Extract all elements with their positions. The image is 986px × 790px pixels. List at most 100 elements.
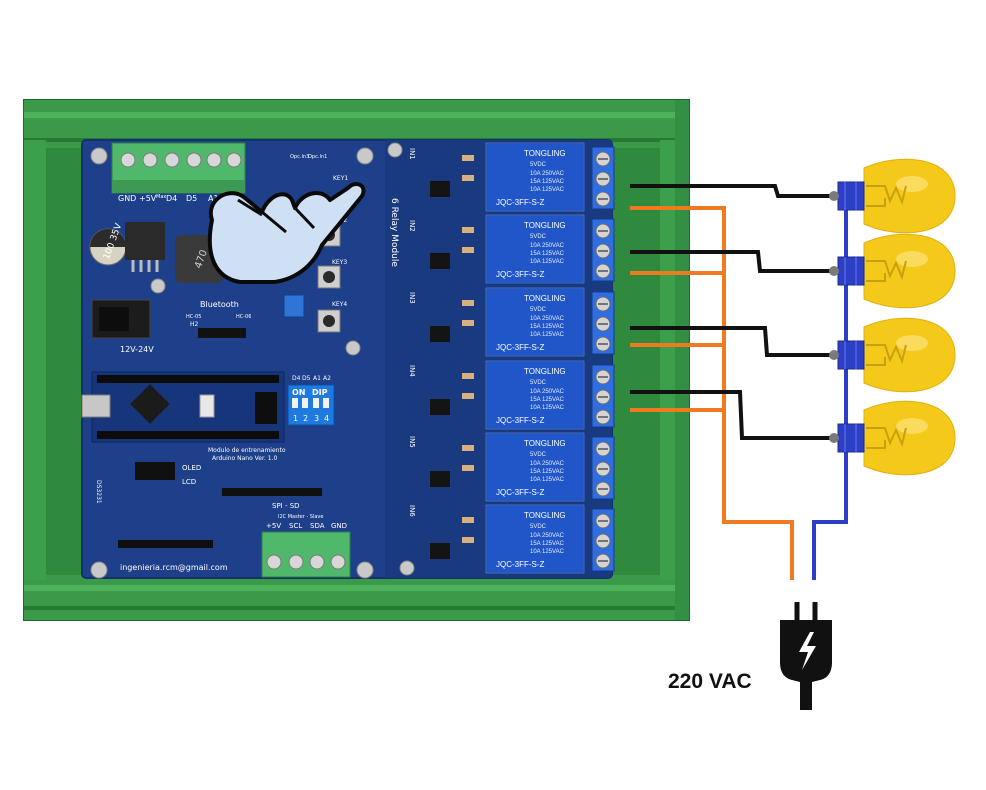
bulb-contact: [829, 266, 839, 276]
relay-spec: 5VDC: [530, 162, 547, 168]
switched-wire: [630, 250, 838, 273]
relay-input-label: IN5: [408, 436, 416, 448]
dip-top-label: A1: [313, 375, 321, 382]
power-jack: 12V-24V: [91, 299, 154, 354]
relay-spec: 15A 125VAC: [530, 179, 565, 185]
relay-brand: TONGLING: [524, 221, 566, 230]
bulb-filament: [866, 427, 907, 449]
dip-on-label: ON: [292, 388, 306, 397]
relay-body: [485, 504, 585, 574]
top-terminal-block: [111, 142, 246, 194]
bulb-filament: [866, 344, 907, 366]
relay-spec: 15A 125VAC: [530, 324, 565, 330]
relay-body: [485, 214, 585, 284]
bottom-connector-label: +5V: [266, 522, 281, 530]
key-label: KEY4: [332, 301, 347, 308]
dip-title: DIP: [312, 388, 328, 397]
resistor: [462, 227, 474, 233]
relay-spec: 5VDC: [530, 380, 547, 386]
bottom-connector-label: GND: [331, 522, 347, 530]
opc-label: Opc.In1: [308, 154, 327, 160]
dip-number: 2: [303, 414, 308, 423]
relay-spec: 10A 250VAC: [530, 316, 565, 322]
relay-spec: 15A 125VAC: [530, 251, 565, 257]
relay-model: JQC-3FF-S-Z: [496, 198, 545, 207]
bluetooth-sub: HC-05: [186, 314, 201, 320]
optocoupler: [430, 471, 450, 487]
bulb-contact: [829, 350, 839, 360]
relay-spec: 5VDC: [530, 307, 547, 313]
oled-label: OLED: [182, 464, 201, 472]
bluetooth-sub: H2: [190, 321, 199, 328]
relay-spec: 10A 250VAC: [530, 389, 565, 395]
top-connector-label: GND: [118, 194, 136, 203]
dip-number: 1: [293, 414, 298, 423]
relay-spec: 10A 125VAC: [530, 405, 565, 411]
bluetooth-title: Bluetooth: [200, 300, 239, 309]
relay-input-label: IN2: [408, 220, 416, 232]
bulb-glass: [863, 158, 956, 234]
phase-wire: [630, 206, 794, 580]
relay-input-label: IN1: [408, 148, 416, 160]
relay-input-labels: IN1 IN2 IN3 IN4 IN5 IN6: [408, 148, 416, 517]
optocoupler: [430, 253, 450, 269]
switched-wire: [630, 390, 838, 440]
bulb-glass: [863, 317, 956, 393]
display-headers: OLED LCD SPI - SD DS3231: [95, 462, 322, 548]
spi-sd-label: SPI - SD: [272, 502, 300, 510]
resistor: [462, 373, 474, 379]
relay-spec: 10A 250VAC: [530, 533, 565, 539]
relay-body: [485, 432, 585, 502]
bulb-filament: [866, 260, 907, 282]
top-connector-label: +5V: [139, 194, 157, 203]
potentiometer: [283, 294, 305, 318]
relay-spec: 5VDC: [530, 452, 547, 458]
email-label: ingenieria.rcm@gmail.com: [120, 563, 228, 572]
key-label: KEY3: [332, 259, 347, 266]
relay-module-title: 6 Relay Module: [389, 198, 399, 267]
relay-model: JQC-3FF-S-Z: [496, 416, 545, 425]
resistor: [462, 465, 474, 471]
resistor: [462, 517, 474, 523]
bulb-contact: [829, 191, 839, 201]
ds3231-label: DS3231: [95, 480, 102, 504]
relay-spec: 10A 250VAC: [530, 243, 565, 249]
resistor: [462, 300, 474, 306]
resistor: [462, 537, 474, 543]
relay-model: JQC-3FF-S-Z: [496, 560, 545, 569]
relay-input-label: IN3: [408, 292, 416, 304]
relay-brand: TONGLING: [524, 294, 566, 303]
relay-spec: 10A 250VAC: [530, 171, 565, 177]
pointing-hand-icon: [207, 182, 366, 284]
relay-body: [485, 360, 585, 430]
light-bulb-icon: [829, 233, 956, 309]
power-section: 100 35V 470: [89, 221, 223, 283]
top-connector-label: A1: [208, 194, 219, 203]
resistor: [462, 155, 474, 161]
switched-wire: [630, 184, 838, 198]
relay-spec: 10A 125VAC: [530, 187, 565, 193]
bluetooth-sub: HC-06: [236, 314, 251, 320]
bottom-connector-label: SDA: [310, 522, 325, 530]
optocoupler: [430, 399, 450, 415]
switched-wire: [630, 326, 838, 357]
dip-top-label: D5: [302, 375, 311, 382]
bulb-glass: [863, 233, 956, 309]
optocoupler: [430, 543, 450, 559]
power-voltage-label: 220 VAC: [668, 670, 752, 693]
module-caption: Modulo de entrenamiento Arduino Nano Ver…: [208, 447, 286, 462]
relay-spec: 10A 250VAC: [530, 461, 565, 467]
neutral-wire: [812, 185, 848, 580]
bottom-terminal-block: I2C Master - Slave +5V SCL SDA GND: [261, 514, 351, 578]
bulb-contact: [829, 433, 839, 443]
bulb-socket: [837, 256, 865, 286]
key-label: KEY1: [333, 175, 348, 182]
dip-top-label: A2: [323, 375, 331, 382]
relay-input-label: IN4: [408, 365, 416, 377]
resistor: [462, 393, 474, 399]
bulb-socket: [837, 340, 865, 370]
relay-model: JQC-3FF-S-Z: [496, 270, 545, 279]
